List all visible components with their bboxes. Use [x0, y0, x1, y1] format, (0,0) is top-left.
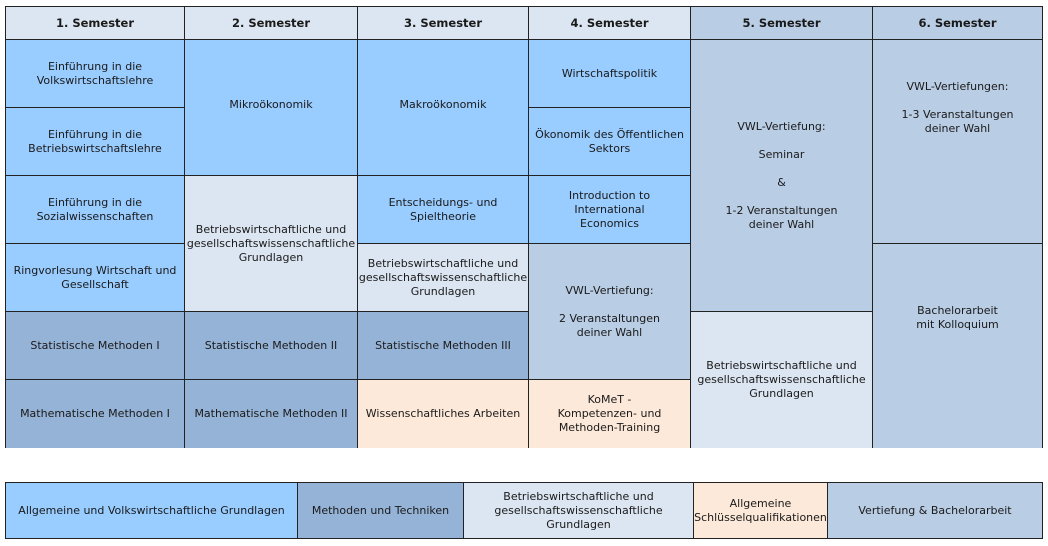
course-entscheidungstheorie: Entscheidungs- und Spieltheorie — [358, 176, 529, 244]
course-wirtschaftspolitik: Wirtschaftspolitik — [529, 40, 691, 108]
course-mikrooekonomik: Mikroökonomik — [185, 40, 358, 176]
semester-4-header: 4. Semester — [529, 7, 691, 40]
legend-bwl-gesellschaft: Betriebswirtschaftliche und gesellschaft… — [464, 483, 694, 538]
course-makrooekonomik: Makroökonomik — [358, 40, 529, 176]
course-mathematik-2: Mathematische Methoden II — [185, 380, 358, 448]
course-bwl-grundlagen-s3: Betriebswirtschaftliche und gesellschaft… — [358, 244, 529, 312]
course-international-economics: Introduction to International Economics — [529, 176, 691, 244]
legend-methoden: Methoden und Techniken — [298, 483, 464, 538]
course-einfuehrung-bwl: Einführung in die Betriebswirtschaftsleh… — [6, 108, 185, 176]
course-statistik-1: Statistische Methoden I — [6, 312, 185, 380]
course-statistik-2: Statistische Methoden II — [185, 312, 358, 380]
color-legend: Allgemeine und Volkswirtschaftliche Grun… — [5, 482, 1043, 539]
semester-3-header: 3. Semester — [358, 7, 529, 40]
course-einfuehrung-vwl: Einführung in die Volkswirtschaftslehre — [6, 40, 185, 108]
course-bwl-grundlagen-s5: Betriebswirtschaftliche und gesellschaft… — [691, 312, 873, 448]
course-vwl-vertiefungen-s6: VWL-Vertiefungen: 1-3 Veranstaltungen de… — [873, 40, 1042, 244]
legend-schluesselqualifikationen: Allgemeine Schlüsselqualifikationen — [694, 483, 828, 538]
course-komet: KoMeT - Kompetenzen- und Methoden-Traini… — [529, 380, 691, 448]
course-vwl-vertiefung-s5: VWL-Vertiefung: Seminar & 1-2 Veranstalt… — [691, 40, 873, 312]
course-oeffentlicher-sektor: Ökonomik des Öffentlichen Sektors — [529, 108, 691, 176]
semester-2-header: 2. Semester — [185, 7, 358, 40]
course-statistik-3: Statistische Methoden III — [358, 312, 529, 380]
course-ringvorlesung: Ringvorlesung Wirtschaft und Gesellschaf… — [6, 244, 185, 312]
semester-5-header: 5. Semester — [691, 7, 873, 40]
curriculum-grid: 1. Semester 2. Semester 3. Semester 4. S… — [5, 6, 1043, 448]
semester-6-header: 6. Semester — [873, 7, 1042, 40]
course-einfuehrung-sowi: Einführung in die Sozialwissenschaften — [6, 176, 185, 244]
course-bachelorarbeit: Bachelorarbeit mit Kolloquium — [873, 244, 1042, 448]
course-vwl-vertiefung-s4: VWL-Vertiefung: 2 Veranstaltungen deiner… — [529, 244, 691, 380]
semester-1-header: 1. Semester — [6, 7, 185, 40]
course-mathematik-1: Mathematische Methoden I — [6, 380, 185, 448]
legend-allgemeine-vwl: Allgemeine und Volkswirtschaftliche Grun… — [6, 483, 298, 538]
course-wissenschaftliches-arbeiten: Wissenschaftliches Arbeiten — [358, 380, 529, 448]
course-bwl-grundlagen-s2: Betriebswirtschaftliche und gesellschaft… — [185, 176, 358, 312]
legend-vertiefung: Vertiefung & Bachelorarbeit — [828, 483, 1042, 538]
